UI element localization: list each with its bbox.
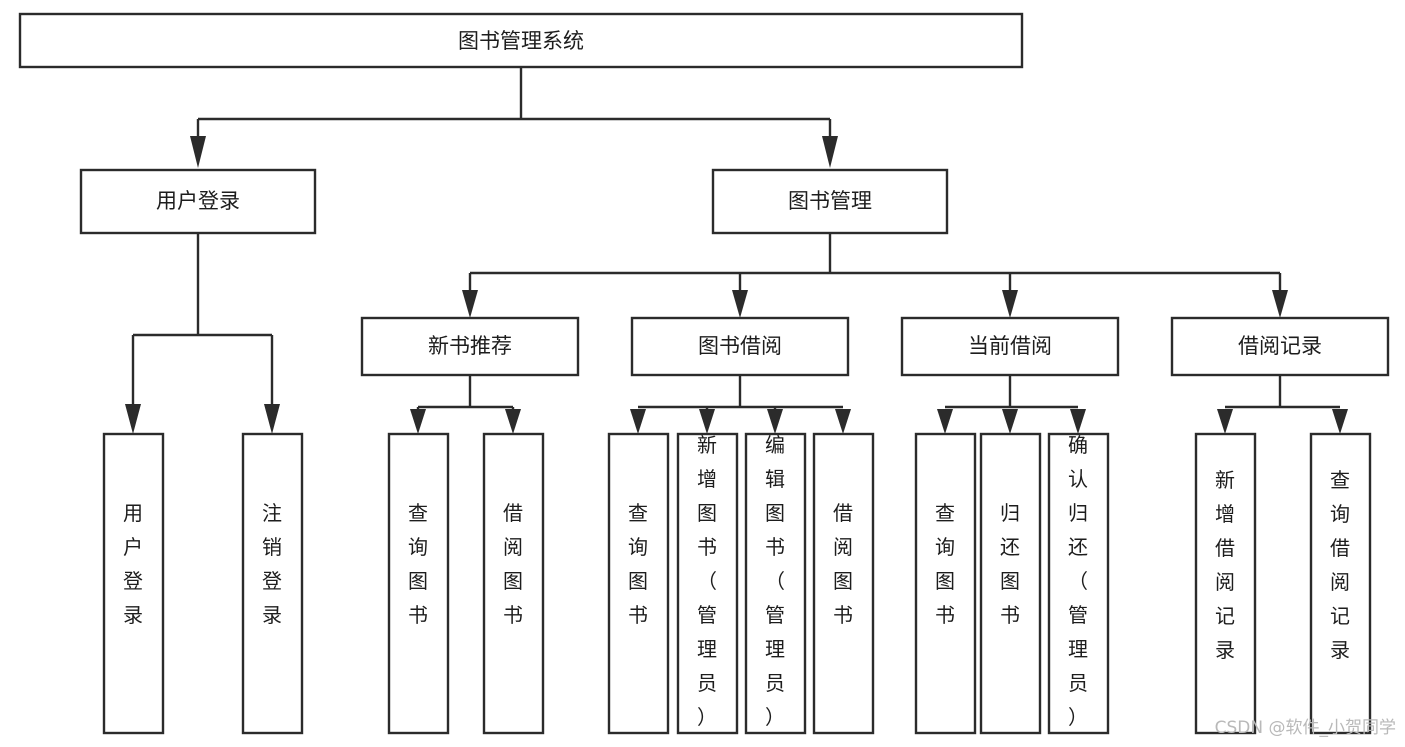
leaf-box[interactable] (102, 432, 165, 735)
leaf-user-login-login[interactable]: 用户登录 (102, 432, 165, 735)
leaf-label: 查询图书 (935, 501, 955, 627)
arrow-head-leaf-logout (264, 404, 280, 434)
arrow-head-recommend-leaf-2 (505, 409, 521, 434)
book-management-box[interactable] (711, 168, 949, 235)
arrow-head-record-leaf-2 (1332, 409, 1348, 434)
arrow-head-borrow-record (1272, 290, 1288, 318)
connector-layer (125, 67, 1348, 434)
leaf-borrow-edit-book-admin[interactable]: 编辑图书（管理员） (744, 432, 807, 735)
leaf-label: 查询图书 (408, 501, 428, 627)
leaf-box[interactable] (387, 432, 450, 735)
leaf-label: 注销登录 (262, 501, 282, 627)
borrow-record-label: 借阅记录 (1238, 334, 1322, 358)
arrow-head-new-book-recommend (462, 290, 478, 318)
leaf-label: 查询图书 (628, 501, 648, 627)
leaf-box[interactable] (812, 432, 875, 735)
leaf-box[interactable] (1309, 432, 1372, 735)
leaf-label: 借阅图书 (833, 501, 853, 627)
arrow-head-book-manage (822, 136, 838, 168)
book-borrow-label: 图书借阅 (698, 334, 782, 358)
leaf-borrow-query-book[interactable]: 查询图书 (607, 432, 670, 735)
csdn-watermark: CSDN @软件_小贺同学 (1215, 718, 1396, 738)
leaf-current-query-book[interactable]: 查询图书 (914, 432, 977, 735)
arrow-head-recommend-leaf-1 (410, 409, 426, 434)
node-book-management[interactable]: 图书管理 (711, 168, 949, 235)
leaf-record-query-record[interactable]: 查询借阅记录 (1309, 432, 1372, 735)
node-current-borrow[interactable]: 当前借阅 (900, 316, 1120, 377)
arrow-head-borrow-leaf-1 (630, 409, 646, 434)
borrow-record-box[interactable] (1170, 316, 1390, 377)
leaf-box[interactable] (482, 432, 545, 735)
leaf-record-add-record[interactable]: 新增借阅记录 (1194, 432, 1257, 735)
user-login-box[interactable] (79, 168, 317, 235)
arrow-head-user-login (190, 136, 206, 168)
leaf-label: 编辑图书（管理员） (765, 433, 785, 729)
leaf-box[interactable] (607, 432, 670, 735)
leaf-label: 新增图书（管理员） (697, 433, 717, 729)
leaf-recommend-query-book[interactable]: 查询图书 (387, 432, 450, 735)
node-new-book-recommend[interactable]: 新书推荐 (360, 316, 580, 377)
arrow-head-current-leaf-1 (937, 409, 953, 434)
arrow-head-borrow-leaf-2 (699, 409, 715, 434)
leaf-borrow-borrow-book[interactable]: 借阅图书 (812, 432, 875, 735)
arrow-head-leaf-user-login (125, 404, 141, 434)
arrow-head-borrow-leaf-4 (835, 409, 851, 434)
node-user-login[interactable]: 用户登录 (79, 168, 317, 235)
arrow-head-borrow-leaf-3 (767, 409, 783, 434)
arrow-head-current-leaf-3 (1070, 409, 1086, 434)
book-management-label: 图书管理 (788, 189, 872, 213)
leaf-box[interactable] (241, 432, 304, 735)
leaf-label: 用户登录 (123, 501, 143, 627)
arrow-head-current-borrow (1002, 290, 1018, 318)
leaf-box[interactable] (676, 432, 739, 735)
leaf-recommend-borrow-book[interactable]: 借阅图书 (482, 432, 545, 735)
leaf-box[interactable] (1047, 432, 1110, 735)
user-login-label: 用户登录 (156, 189, 240, 213)
leaf-label: 查询借阅记录 (1330, 468, 1350, 662)
arrow-head-current-leaf-2 (1002, 409, 1018, 434)
leaf-current-return-book[interactable]: 归还图书 (979, 432, 1042, 735)
arrow-head-book-borrow (732, 290, 748, 318)
arrow-head-record-leaf-1 (1217, 409, 1233, 434)
leaf-current-confirm-return-admin[interactable]: 确认归还（管理员） (1047, 432, 1110, 735)
new-book-recommend-label: 新书推荐 (428, 334, 512, 358)
current-borrow-box[interactable] (900, 316, 1120, 377)
node-borrow-record[interactable]: 借阅记录 (1170, 316, 1390, 377)
leaf-label: 确认归还（管理员） (1068, 433, 1088, 729)
book-borrow-box[interactable] (630, 316, 850, 377)
node-book-borrow[interactable]: 图书借阅 (630, 316, 850, 377)
root-label: 图书管理系统 (458, 29, 584, 53)
leaf-user-login-logout[interactable]: 注销登录 (241, 432, 304, 735)
root-box[interactable] (18, 12, 1024, 69)
leaf-label: 借阅图书 (503, 501, 523, 627)
leaf-label: 归还图书 (1000, 501, 1020, 627)
new-book-recommend-box[interactable] (360, 316, 580, 377)
leaf-box[interactable] (979, 432, 1042, 735)
leaf-box[interactable] (1194, 432, 1257, 735)
leaf-label: 新增借阅记录 (1215, 468, 1235, 662)
node-root-book-management-system[interactable]: 图书管理系统 (18, 12, 1024, 69)
leaf-box[interactable] (914, 432, 977, 735)
leaf-borrow-add-book-admin[interactable]: 新增图书（管理员） (676, 432, 739, 735)
leaf-box[interactable] (744, 432, 807, 735)
current-borrow-label: 当前借阅 (968, 334, 1052, 358)
